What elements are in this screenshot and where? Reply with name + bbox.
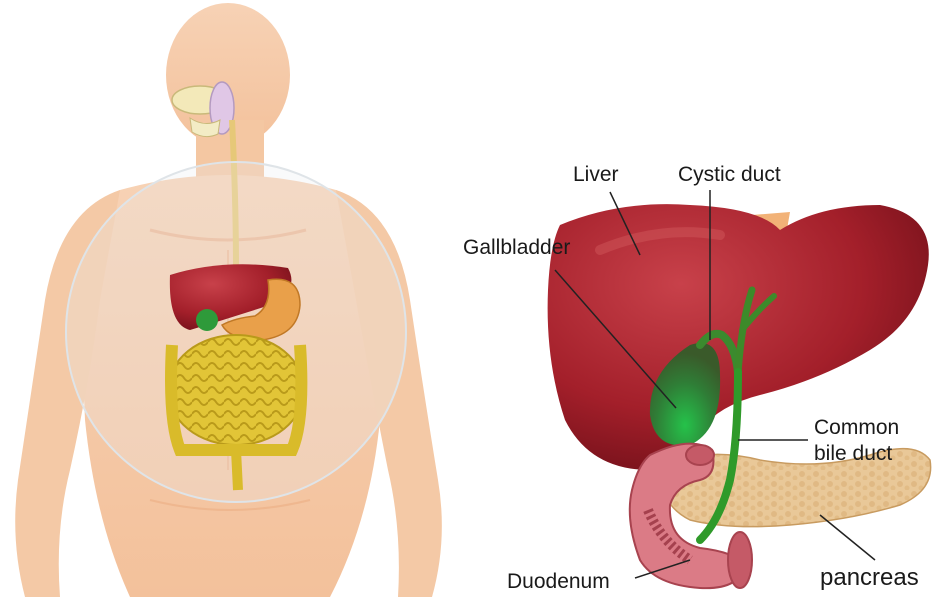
label-liver: Liver (573, 163, 619, 187)
human-body-figure (15, 3, 442, 597)
label-duodenum: Duodenum (507, 570, 610, 594)
label-common-bile-duct-line2: bile duct (814, 442, 892, 466)
hepatobiliary-detail (548, 204, 931, 588)
label-common-bile-duct-line1: Common (814, 416, 899, 440)
label-cystic-duct: Cystic duct (678, 163, 781, 187)
label-pancreas: pancreas (820, 565, 919, 591)
label-gallbladder: Gallbladder (463, 236, 570, 260)
